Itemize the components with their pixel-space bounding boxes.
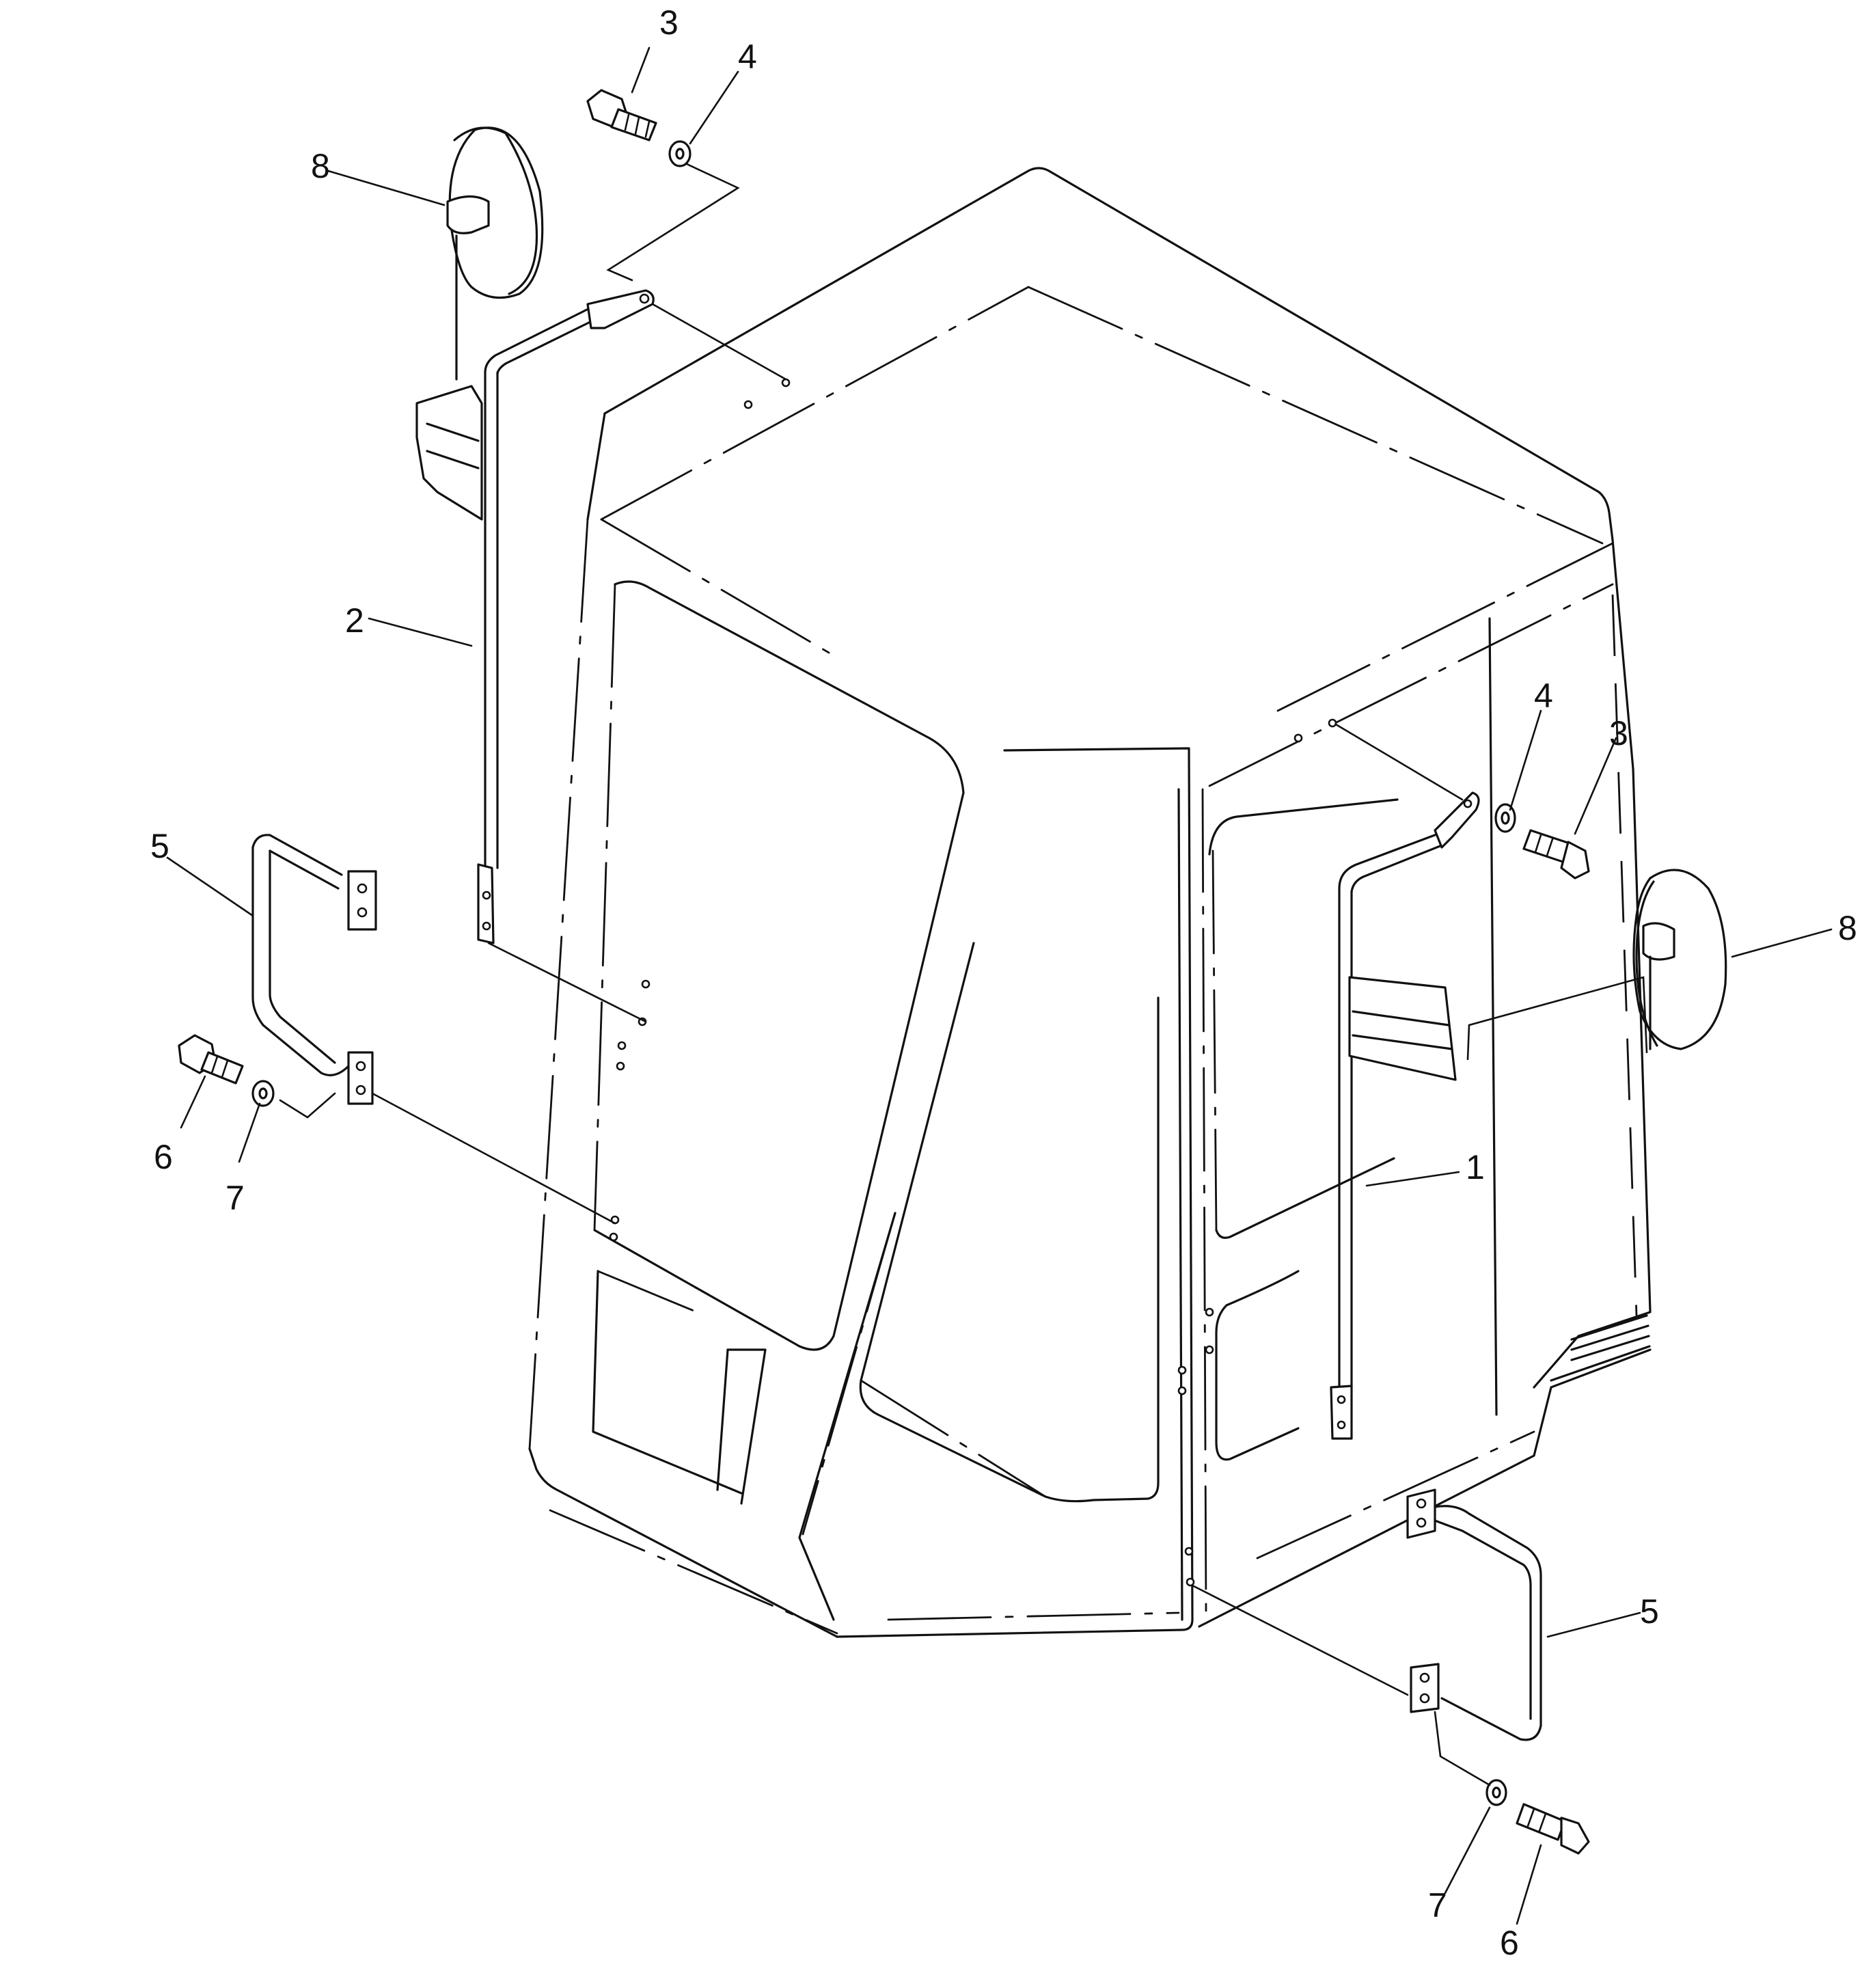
right-mirror-stay bbox=[1330, 791, 1480, 1440]
callout-3-top: 3 bbox=[659, 3, 679, 42]
bolt-right bbox=[1522, 829, 1590, 880]
callout-6-left: 6 bbox=[154, 1138, 173, 1176]
callout-1: 1 bbox=[1466, 1148, 1485, 1186]
left-mirror-stay bbox=[415, 289, 655, 944]
bolt-lower-left bbox=[178, 1034, 244, 1085]
callout-labels: 1 2 3 3 4 4 5 5 6 6 7 7 8 8 bbox=[150, 3, 1857, 1962]
bolt-top-left bbox=[586, 89, 657, 141]
washer-right bbox=[1494, 803, 1516, 833]
assembly-lines bbox=[166, 46, 1833, 1925]
washer-top-left bbox=[668, 140, 692, 167]
callout-3-right: 3 bbox=[1609, 714, 1628, 752]
left-mirror bbox=[446, 126, 544, 381]
callout-6-right: 6 bbox=[1500, 1924, 1519, 1962]
callout-8-right: 8 bbox=[1838, 909, 1857, 947]
callout-8-left: 8 bbox=[311, 147, 330, 185]
washer-lower-left bbox=[251, 1080, 275, 1107]
cab-body bbox=[528, 167, 1652, 1638]
washer-lower-right bbox=[1486, 1779, 1507, 1806]
callout-5-left: 5 bbox=[150, 827, 169, 865]
callout-4-right: 4 bbox=[1534, 677, 1553, 715]
mounting-holes bbox=[609, 378, 1337, 1587]
callout-4-top: 4 bbox=[738, 38, 757, 76]
callout-7-left: 7 bbox=[225, 1179, 245, 1217]
callout-2: 2 bbox=[345, 601, 364, 640]
bolt-lower-right bbox=[1516, 1803, 1590, 1855]
right-handrail bbox=[1406, 1488, 1542, 1741]
right-mirror bbox=[1632, 869, 1727, 1050]
callout-7-right: 7 bbox=[1428, 1886, 1447, 1924]
callout-5-right: 5 bbox=[1640, 1592, 1659, 1631]
left-handrail bbox=[251, 834, 377, 1105]
